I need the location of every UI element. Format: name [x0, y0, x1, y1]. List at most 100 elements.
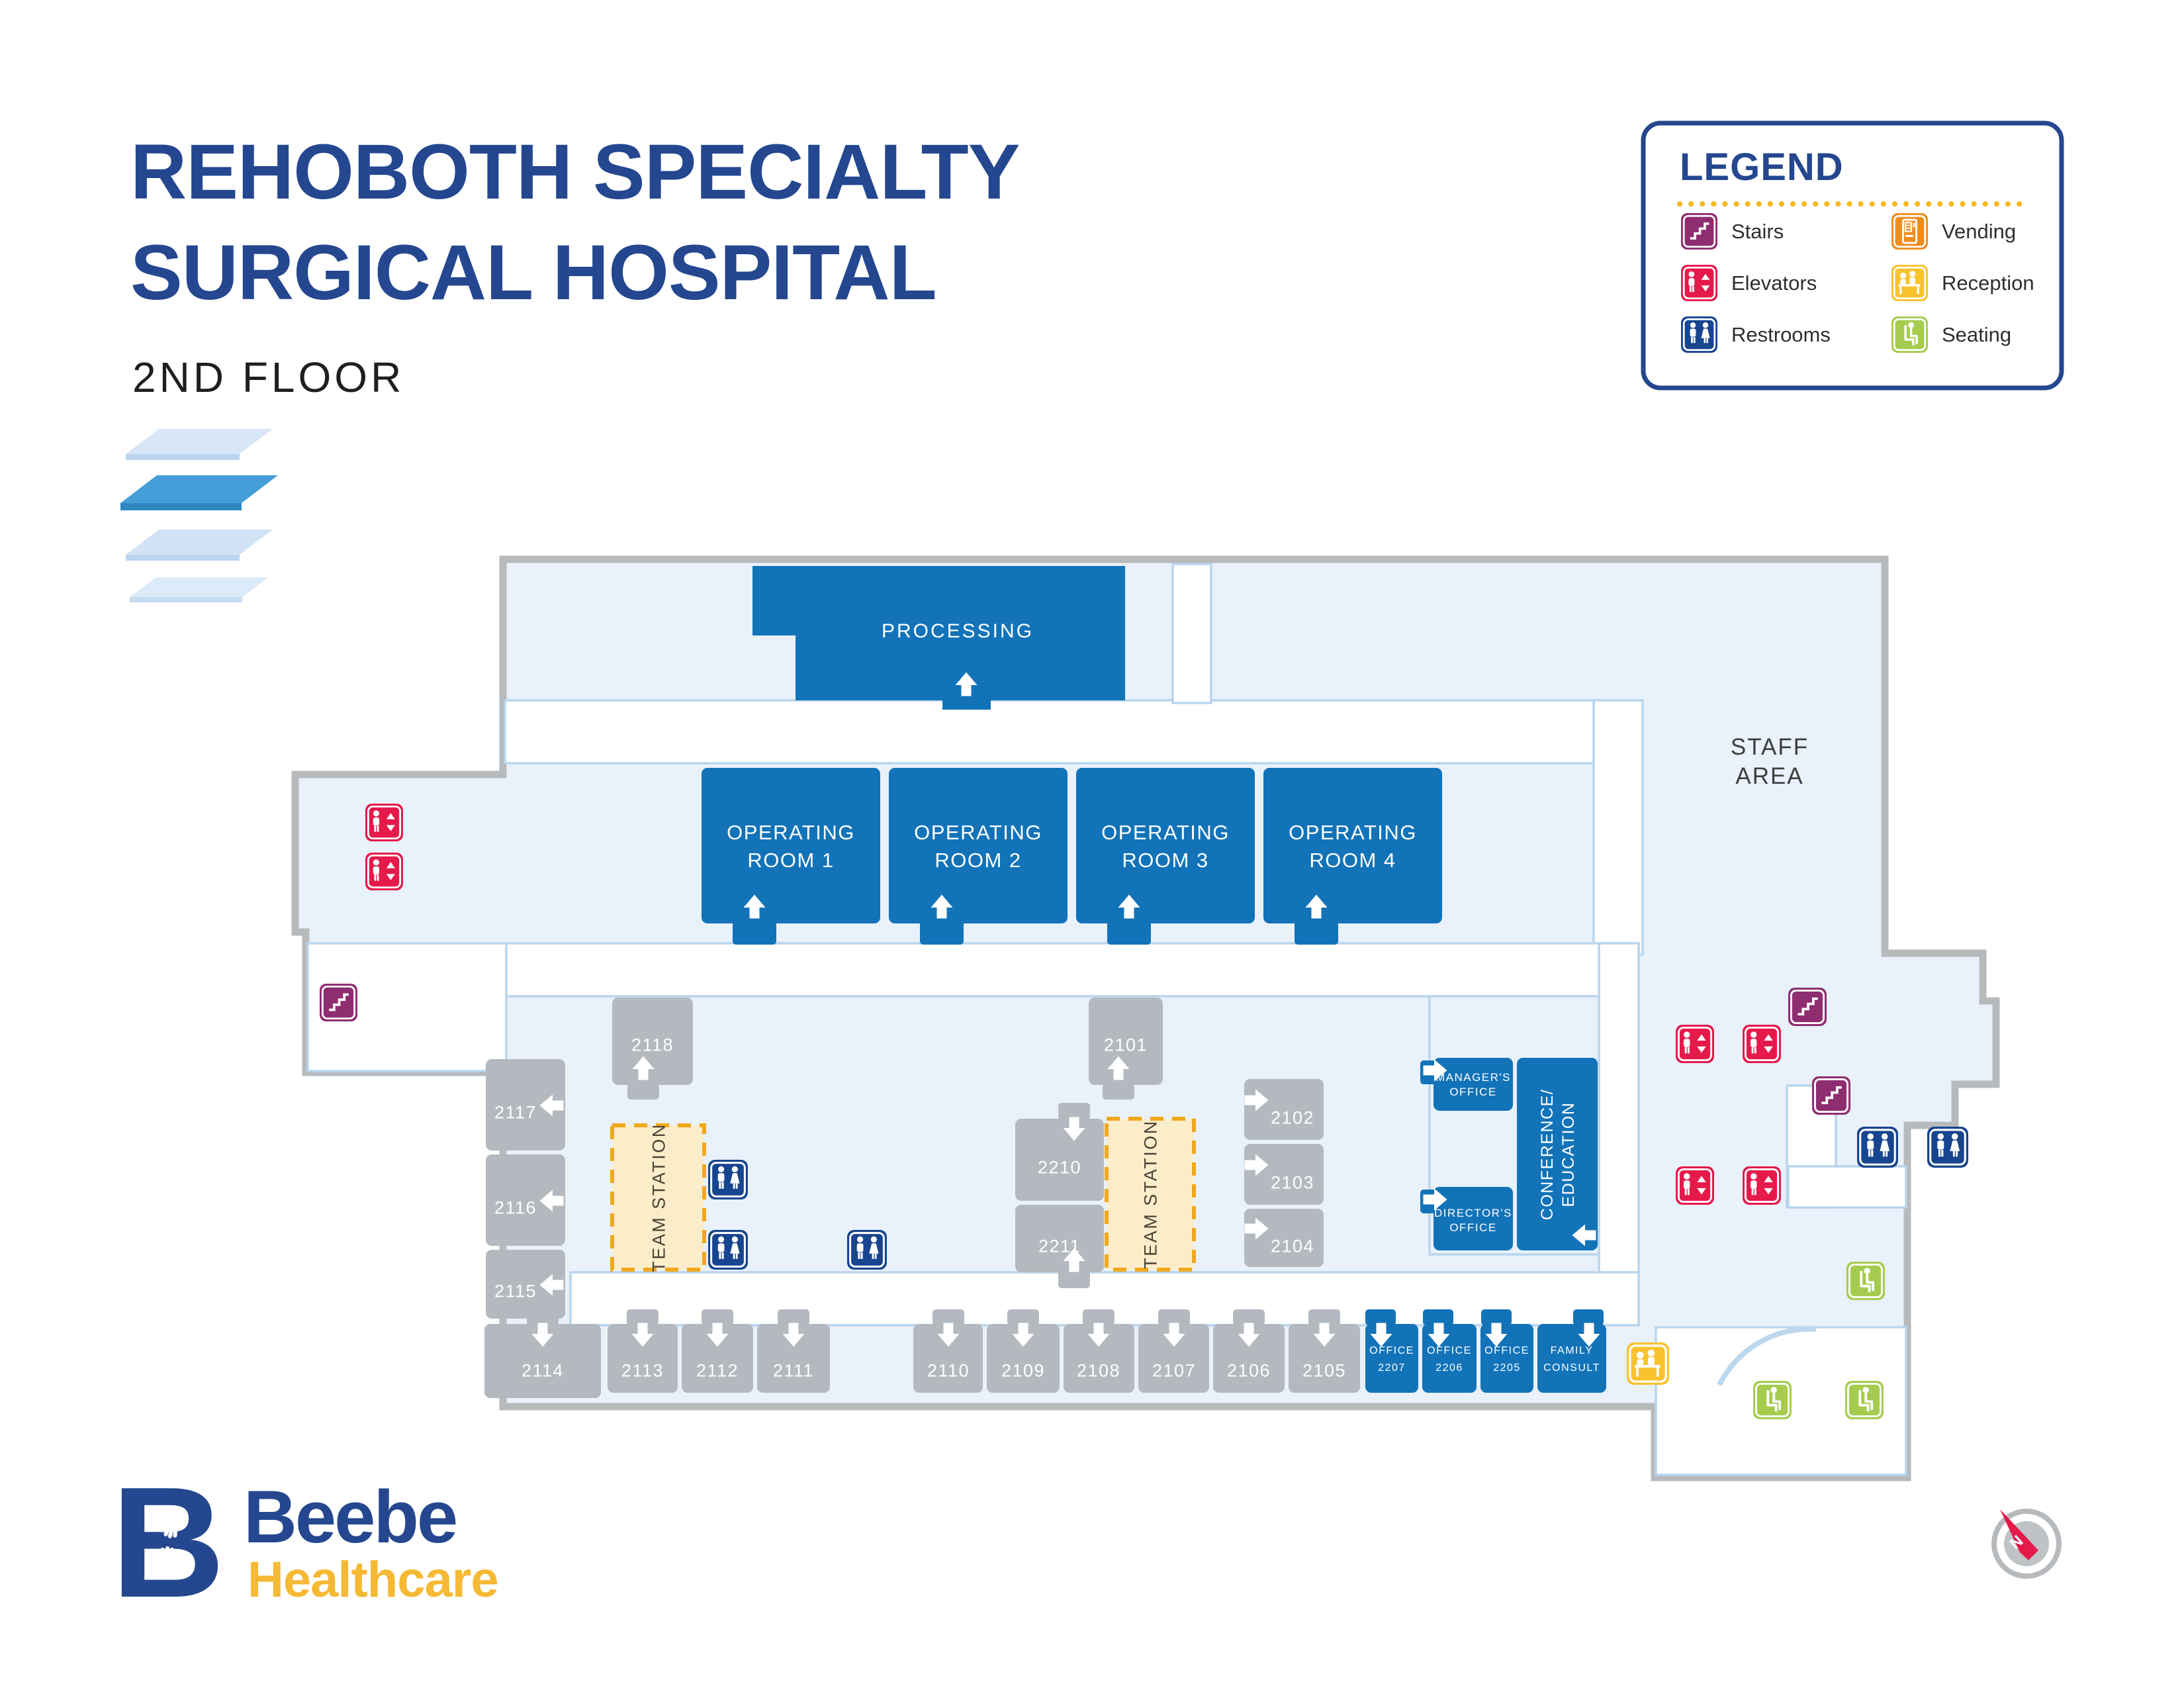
- room-2113: 2113: [608, 1309, 678, 1393]
- legend-item-label: Vending: [1942, 220, 2016, 243]
- room-label: 2110: [927, 1361, 970, 1381]
- vending-icon: [1891, 213, 1928, 250]
- room-2112: 2112: [682, 1309, 753, 1393]
- stairs-icon: [1788, 988, 1827, 1026]
- stairs-icon: [1681, 213, 1717, 250]
- door-arrow-icon: [931, 894, 953, 919]
- door-arrow-icon: [1163, 1323, 1185, 1347]
- logo-b-mark: B: [111, 1455, 225, 1630]
- room-2111: 2111: [757, 1309, 830, 1393]
- room-label: 2109: [1001, 1361, 1045, 1381]
- door-arrow-icon: [743, 894, 766, 919]
- logo-suffix-text: Healthcare: [248, 1552, 498, 1608]
- room-2102: 2102: [1244, 1079, 1324, 1140]
- legend-item-label: Seating: [1942, 323, 2011, 346]
- door-arrow-icon: [1244, 1089, 1269, 1111]
- beebe-logo: B Beebe Healthcare: [111, 1455, 499, 1630]
- room-label: TEAM STATION: [1141, 1119, 1161, 1269]
- legend-item-seating: Seating: [1891, 316, 2011, 353]
- seating-icon: [1753, 1381, 1792, 1419]
- room-label: 2111: [773, 1361, 814, 1381]
- door-arrow-icon: [1313, 1323, 1336, 1347]
- door-arrow-icon: [1423, 1059, 1447, 1082]
- room-label: 2113: [621, 1361, 664, 1381]
- door-arrow-icon: [1423, 1188, 1447, 1211]
- room-2114: 2114: [484, 1309, 601, 1398]
- legend-item-label: Restrooms: [1731, 323, 1831, 346]
- door-arrow-icon: [1578, 1323, 1600, 1347]
- legend-item-label: Elevators: [1731, 271, 1817, 295]
- room-2110: 2110: [913, 1309, 983, 1393]
- door-arrow-icon: [1244, 1217, 1269, 1240]
- logo-hands-icon: [157, 1506, 183, 1579]
- legend-item-vending: Vending: [1891, 213, 2016, 250]
- door-arrow-icon: [706, 1323, 729, 1347]
- room-2211: 2211: [1015, 1205, 1104, 1288]
- door-arrow-icon: [1063, 1248, 1085, 1272]
- room-label: TEAM STATION: [649, 1123, 669, 1272]
- room-label: 2107: [1152, 1361, 1196, 1381]
- legend-box: [1641, 120, 2064, 391]
- room-label: 2108: [1077, 1361, 1120, 1381]
- room-label: 2105: [1302, 1361, 1346, 1381]
- logo-brand-text: Beebe: [244, 1476, 456, 1558]
- door-arrow-icon: [1428, 1323, 1450, 1347]
- corridors: [306, 563, 1907, 1476]
- room-2106: 2106: [1213, 1309, 1285, 1393]
- restroom-icon: [847, 1230, 887, 1270]
- room-processing: PROCESSING: [752, 566, 1125, 710]
- restroom-icon: [1927, 1127, 1968, 1168]
- door-arrow-icon: [531, 1323, 554, 1347]
- door-arrow-icon: [1485, 1323, 1508, 1347]
- room-label: 2115: [494, 1282, 537, 1301]
- room-label: 2103: [1271, 1173, 1314, 1193]
- legend-item-label: Reception: [1942, 271, 2034, 295]
- door-arrow-icon: [937, 1323, 960, 1347]
- room-conference-education: CONFERENCE/EDUCATION: [1517, 1058, 1598, 1250]
- room-2117: 2117: [486, 1059, 565, 1150]
- legend-item-stairs: Stairs: [1681, 213, 1784, 250]
- room-label: PROCESSING: [882, 620, 1034, 642]
- room-label: 2102: [1271, 1108, 1314, 1128]
- door-arrow-icon: [1244, 1154, 1269, 1176]
- room-label: 2116: [494, 1198, 537, 1218]
- reception-icon: [1627, 1342, 1669, 1385]
- door-arrow-icon: [1012, 1323, 1034, 1347]
- elevator-icon: [1743, 1166, 1781, 1205]
- restroom-icon: [708, 1160, 748, 1199]
- room-label: 2106: [1227, 1361, 1271, 1381]
- seating-icon: [1891, 316, 1928, 353]
- room-label: 2112: [696, 1361, 739, 1381]
- room-2210: 2210: [1015, 1103, 1104, 1201]
- room-2105: 2105: [1289, 1309, 1360, 1393]
- room-label: 2118: [631, 1035, 674, 1055]
- stairs-icon: [320, 984, 357, 1021]
- room-label: 2117: [494, 1103, 537, 1123]
- elevator-icon: [365, 853, 403, 890]
- legend: LEGEND StairsElevatorsRestroomsVendingRe…: [1641, 120, 2064, 391]
- elevator-icon: [1743, 1025, 1781, 1063]
- door-arrow-icon: [1063, 1117, 1085, 1141]
- restroom-icon: [1857, 1127, 1898, 1168]
- room-label: 2104: [1271, 1237, 1314, 1256]
- door-arrow-icon: [1572, 1224, 1596, 1246]
- icons-layer: [320, 804, 1968, 1419]
- compass-icon: N: [1991, 1509, 2062, 1579]
- reception-icon: [1891, 265, 1928, 301]
- door-arrow-icon: [1305, 894, 1328, 919]
